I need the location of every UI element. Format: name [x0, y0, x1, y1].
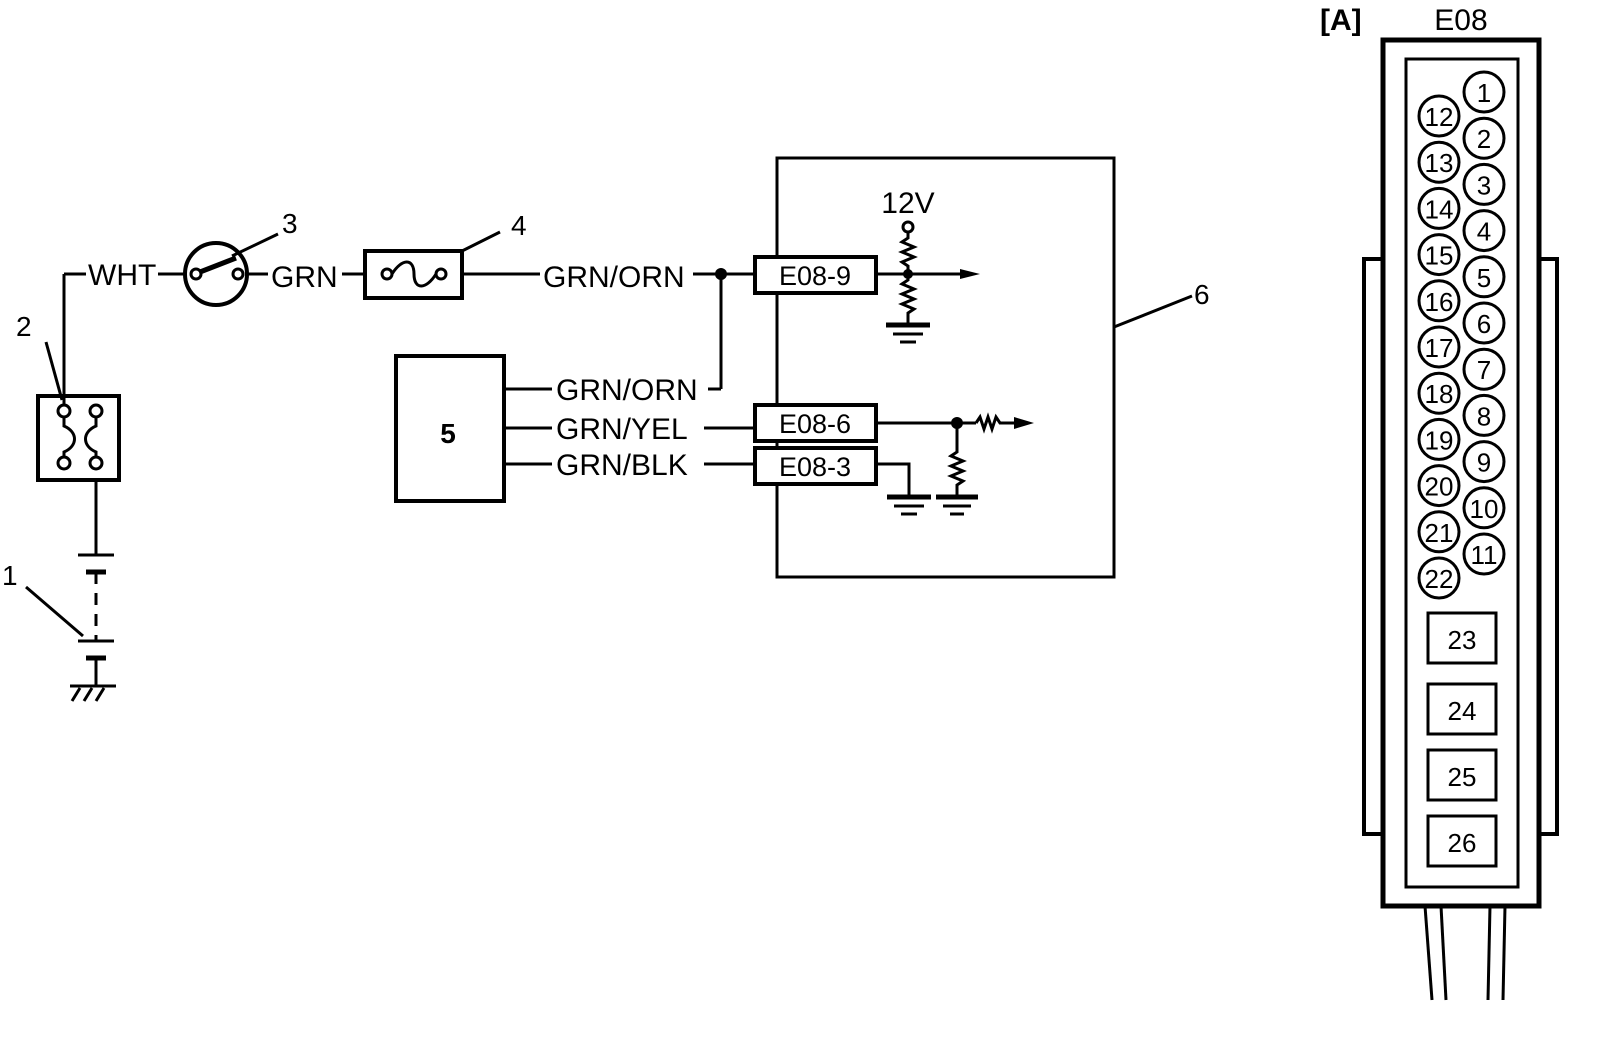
wire-label-grn-blk: GRN/BLK [556, 449, 688, 482]
pin-label: 26 [1448, 828, 1477, 858]
pin-7: 7 [1462, 347, 1506, 391]
pin-13: 13 [1417, 140, 1461, 184]
pin-label: 18 [1425, 379, 1454, 409]
pin-label: 10 [1470, 494, 1499, 524]
pin-label: 7 [1477, 355, 1491, 385]
wire-label-grn: GRN [271, 261, 338, 294]
wire-label-grn-orn-top: GRN/ORN [543, 261, 685, 294]
wire-label-grn-orn-low: GRN/ORN [556, 374, 698, 407]
callout-leader-3 [231, 232, 279, 258]
fuse-symbol [363, 249, 464, 300]
ground-icon [886, 322, 930, 344]
pin-12: 12 [1417, 94, 1461, 138]
callout-leader-2 [44, 341, 64, 401]
ground-icon [936, 494, 978, 516]
pin-25: 25 [1426, 748, 1498, 802]
pin-label: 12 [1425, 102, 1454, 132]
pin-label: 14 [1425, 194, 1454, 224]
pin-14: 14 [1417, 186, 1461, 230]
callout-leader-1 [25, 585, 84, 638]
pin-16: 16 [1417, 279, 1461, 323]
pin-11: 11 [1462, 532, 1506, 576]
pin-label: 24 [1448, 696, 1477, 726]
connector-pins: 1234567891011121314151617181920212223242… [1417, 70, 1506, 868]
pin-23: 23 [1426, 611, 1498, 665]
supply-voltage-label: 12V [881, 187, 934, 220]
pin-label: 9 [1477, 448, 1491, 478]
battery-symbol [78, 480, 114, 686]
ground-icon [887, 494, 931, 516]
pin-3: 3 [1462, 162, 1506, 206]
pin-22: 22 [1417, 556, 1461, 600]
callout-leader-4 [459, 230, 501, 254]
pin-18: 18 [1417, 371, 1461, 415]
pin-label: 4 [1477, 217, 1491, 247]
pin-1: 1 [1462, 70, 1506, 114]
callout-5: 5 [440, 418, 456, 449]
terminal-e08-9 [753, 255, 878, 295]
pin-24: 24 [1426, 682, 1498, 736]
pin-label: 3 [1477, 170, 1491, 200]
pin-17: 17 [1417, 325, 1461, 369]
pin-label: 17 [1425, 333, 1454, 363]
pin-6: 6 [1462, 301, 1506, 345]
pin-10: 10 [1462, 486, 1506, 530]
pin-19: 19 [1417, 417, 1461, 461]
pulldown-resistor-icon [947, 423, 967, 496]
pin-label: 1 [1477, 78, 1491, 108]
terminal-e08-3 [753, 446, 878, 486]
arrow-icon [1014, 417, 1034, 429]
module-6-box [775, 156, 1116, 579]
pin-label: 25 [1448, 762, 1477, 792]
pin-2: 2 [1462, 116, 1506, 160]
terminal-e08-3-label: E08-3 [779, 452, 851, 482]
pin-label: 6 [1477, 309, 1491, 339]
pin-label: 2 [1477, 124, 1491, 154]
pin-26: 26 [1426, 814, 1498, 868]
wire-label-grn-yel: GRN/YEL [556, 413, 688, 446]
pin-9: 9 [1462, 440, 1506, 484]
pin-15: 15 [1417, 233, 1461, 277]
connector-name: E08 [1434, 4, 1487, 37]
pullup-resistor-icon [898, 232, 918, 274]
ignition-switch-symbol [183, 241, 249, 307]
chassis-ground-icon [70, 684, 116, 702]
pin-label: 19 [1425, 425, 1454, 455]
wire-label-wht: WHT [88, 259, 156, 292]
arrow-icon [960, 269, 980, 279]
callout-leader-6 [1113, 294, 1193, 329]
callout-1: 1 [2, 560, 18, 591]
callout-4: 4 [511, 210, 527, 241]
pin-label: 20 [1425, 472, 1454, 502]
terminal-e08-6-label: E08-6 [779, 409, 851, 439]
pin-4: 4 [1462, 209, 1506, 253]
signal-resistor-icon [974, 412, 1016, 434]
callout-2: 2 [16, 311, 32, 342]
pin-label: 16 [1425, 287, 1454, 317]
pin-label: 11 [1471, 540, 1498, 570]
view-label: [A] [1320, 4, 1362, 37]
pin-label: 21 [1425, 518, 1454, 548]
pin-label: 22 [1425, 564, 1454, 594]
pin-8: 8 [1462, 393, 1506, 437]
callout-3: 3 [282, 208, 298, 239]
pin-label: 8 [1477, 401, 1491, 431]
fusible-link-symbol [36, 274, 121, 482]
pin-21: 21 [1417, 510, 1461, 554]
pin-label: 15 [1425, 241, 1454, 271]
pin-20: 20 [1417, 464, 1461, 508]
pin-5: 5 [1462, 255, 1506, 299]
pin-label: 5 [1477, 263, 1491, 293]
pin-label: 23 [1448, 625, 1477, 655]
pin-label: 13 [1425, 148, 1454, 178]
pulldown-resistor-icon [898, 274, 918, 324]
terminal-e08-9-label: E08-9 [779, 261, 851, 291]
callout-6: 6 [1194, 279, 1210, 310]
